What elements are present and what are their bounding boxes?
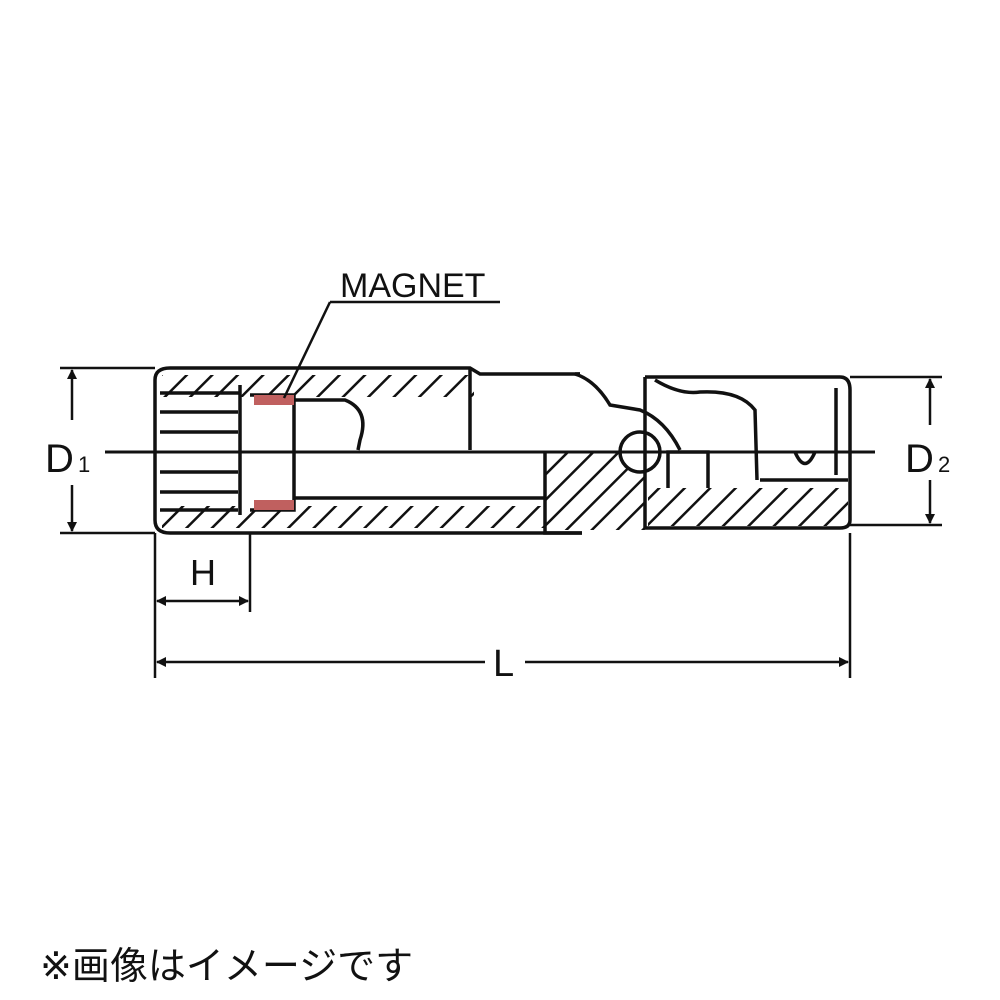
l-label: L bbox=[493, 643, 514, 685]
magnet-top bbox=[254, 395, 294, 405]
d1-label: D bbox=[45, 437, 74, 481]
d1-subscript: 1 bbox=[78, 452, 90, 477]
magnet-bottom bbox=[254, 500, 294, 510]
d2-dimension bbox=[850, 375, 942, 527]
l-dimension bbox=[153, 533, 852, 678]
magnet-leader bbox=[282, 300, 500, 399]
d2-label: D bbox=[905, 437, 934, 481]
magnet-label: MAGNET bbox=[340, 267, 485, 305]
h-label: H bbox=[190, 552, 216, 593]
image-disclaimer-note: ※画像はイメージです bbox=[40, 944, 414, 988]
drive-end bbox=[643, 375, 852, 530]
h-dimension bbox=[153, 533, 252, 612]
d1-dimension bbox=[60, 366, 155, 535]
d2-subscript: 2 bbox=[938, 452, 950, 477]
